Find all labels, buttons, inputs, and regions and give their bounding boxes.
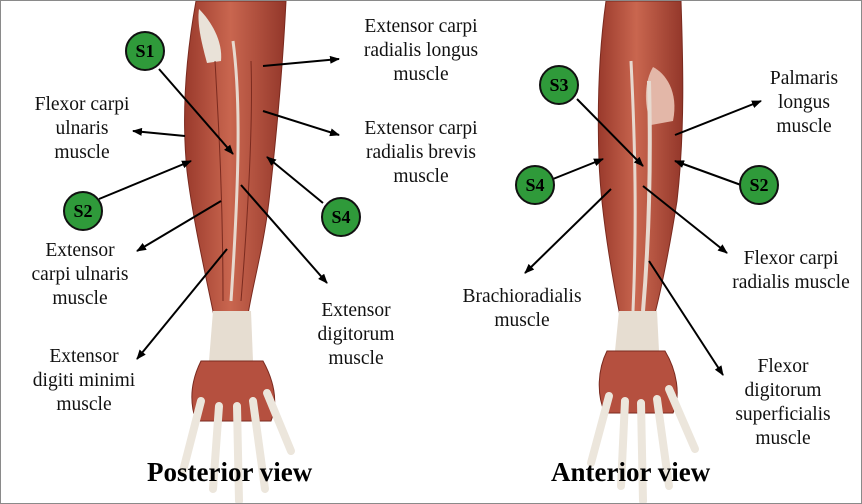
badge-s1: S1 xyxy=(125,31,165,71)
badge-s4-anterior: S4 xyxy=(515,165,555,205)
anterior-forearm xyxy=(591,1,695,501)
badge-s2-posterior: S2 xyxy=(63,191,103,231)
arrow-s2-left xyxy=(99,161,191,199)
badge-s2-anterior: S2 xyxy=(739,165,779,205)
arrow-pl xyxy=(675,101,761,135)
anterior-view-title: Anterior view xyxy=(551,457,710,488)
badge-s3: S3 xyxy=(539,65,579,105)
arrow-s4-right xyxy=(267,157,323,203)
badge-s4-posterior: S4 xyxy=(321,197,361,237)
posterior-forearm xyxy=(183,1,291,501)
posterior-view-title: Posterior view xyxy=(147,457,312,488)
arrow-s4-left xyxy=(553,159,603,179)
arrow-s2-right xyxy=(675,161,741,185)
